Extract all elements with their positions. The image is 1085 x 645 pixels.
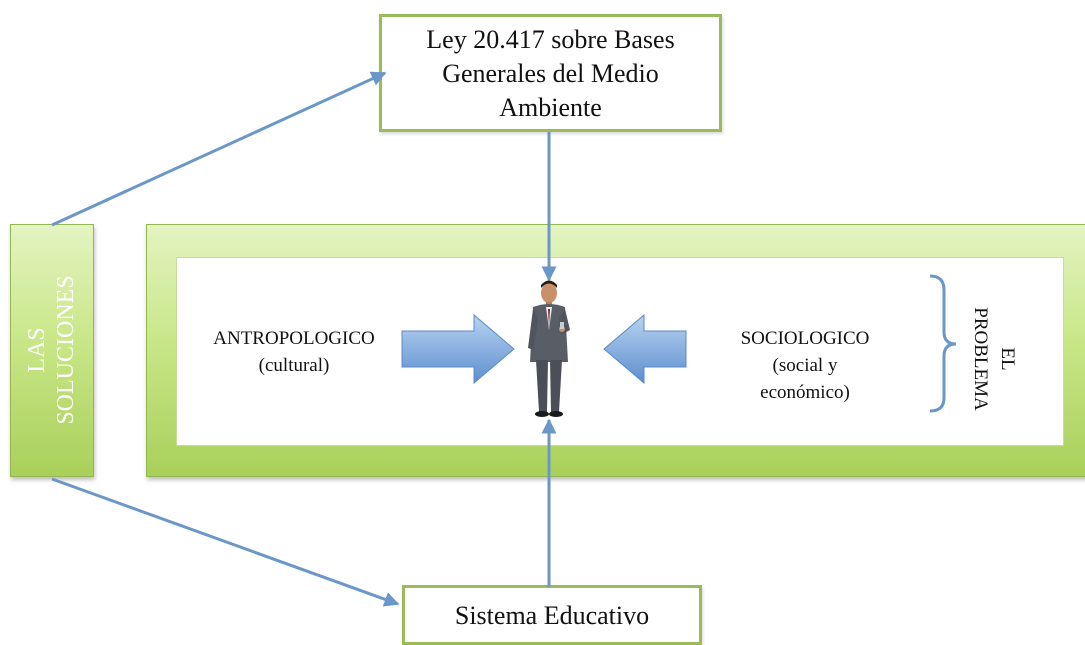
arrow-solutions-to-law — [51, 71, 387, 227]
diagram-graphics — [51, 71, 957, 607]
solutions-bar — [10, 224, 94, 477]
sociological-title: SOCIOLOGICO — [740, 328, 870, 349]
anthropological-title: ANTROPOLOGICO — [213, 328, 375, 349]
problem-brace — [929, 274, 957, 413]
block-arrow-left — [603, 313, 687, 385]
sociological-sub-1: (social y — [772, 355, 838, 376]
problem-line-2: PROBLEMA — [970, 307, 991, 411]
anthropological-sub: (cultural) — [258, 355, 330, 376]
law-line-2: Generales del Medio — [442, 59, 659, 88]
law-box: Ley 20.417 sobre Bases Generales del Med… — [379, 14, 722, 132]
block-arrow-right — [401, 313, 515, 385]
problem-line-1: EL — [997, 347, 1018, 371]
sociological-sub-2: económico) — [760, 382, 850, 403]
sociological-label: SOCIOLOGICO (social y económico) — [722, 325, 888, 406]
arrow-solutions-to-education — [51, 477, 400, 607]
law-line-3: Ambiente — [499, 93, 602, 122]
anthropological-label: ANTROPOLOGICO (cultural) — [193, 325, 395, 379]
education-label: Sistema Educativo — [454, 601, 650, 630]
businessman-figure — [528, 280, 570, 417]
law-line-1: Ley 20.417 sobre Bases — [426, 25, 675, 54]
problem-label: EL PROBLEMA — [967, 307, 1021, 410]
